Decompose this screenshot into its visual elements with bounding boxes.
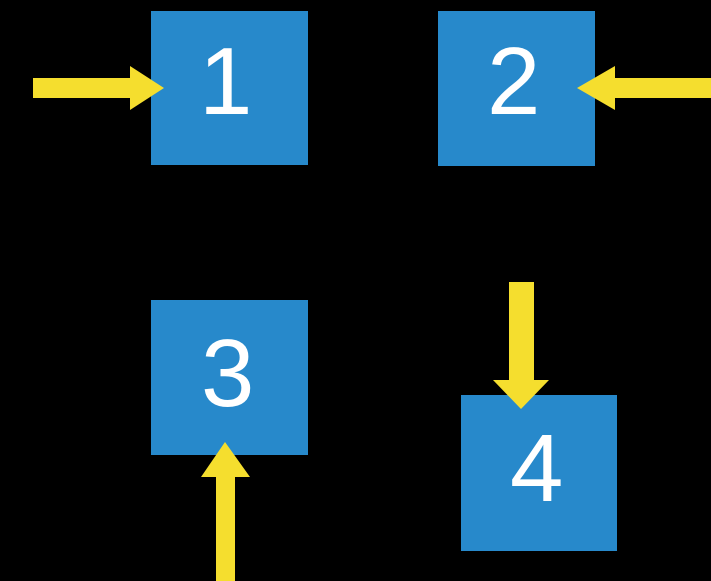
arrow-right-into-node-1 — [33, 66, 165, 110]
node-label-2: 2 — [487, 28, 541, 135]
arrow-down-into-node-4 — [493, 280, 550, 410]
node-label-4: 4 — [510, 415, 564, 522]
node-label-3: 3 — [201, 320, 255, 427]
arrow-left-into-node-2 — [576, 66, 711, 110]
arrow-up-into-node-3 — [199, 441, 253, 581]
node-label-1: 1 — [199, 28, 253, 135]
node-box-2[interactable] — [438, 11, 595, 166]
node-box-3[interactable] — [151, 300, 308, 455]
node-box-1[interactable] — [151, 11, 308, 165]
node-box-4[interactable] — [461, 395, 617, 551]
